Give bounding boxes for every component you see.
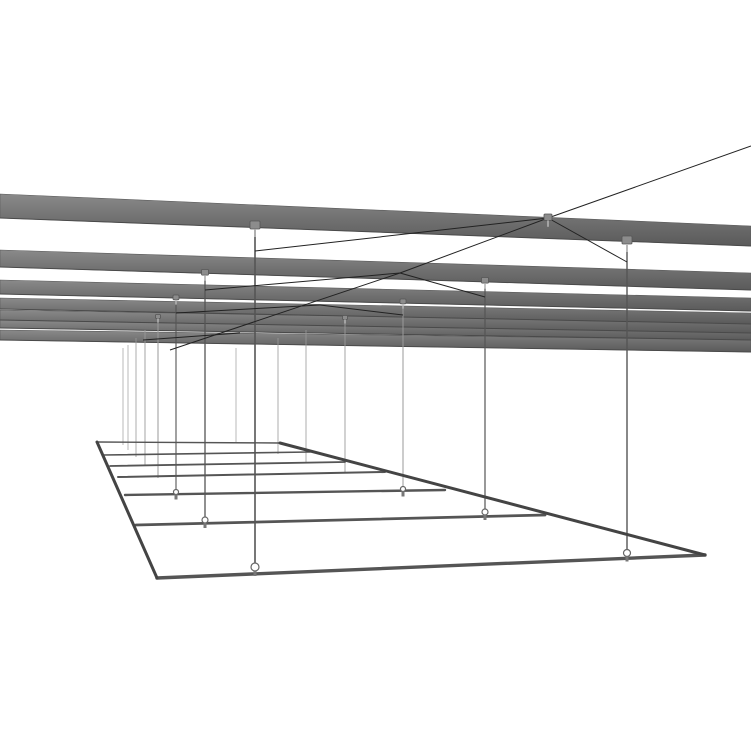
pipe-grid-frame: [95, 440, 707, 580]
beam-clamp: [342, 315, 348, 320]
ceiling-beam: [0, 249, 751, 291]
grid-crossbar: [96, 441, 281, 444]
diagonal-cable: [142, 332, 241, 341]
beam-clamp: [543, 213, 553, 221]
beam-clamp: [155, 314, 161, 319]
pipe-coupler: [203, 523, 207, 528]
beam-bottom-edge: [0, 327, 751, 341]
beam-clamp: [172, 294, 180, 301]
rod-eye-ring: [172, 488, 180, 496]
diagonal-cable: [399, 272, 486, 298]
rod-eye-ring: [250, 562, 260, 572]
rod-eye-ring: [201, 516, 209, 524]
diagonal-cable: [254, 217, 549, 252]
pipe-coupler: [483, 515, 487, 520]
ceiling-beams: [0, 193, 751, 353]
beam-bottom-edge: [0, 266, 751, 291]
beam-clamp: [249, 220, 261, 230]
grid-side-left: [95, 440, 159, 580]
grid-side-right: [278, 441, 707, 557]
rod-eye-ring: [622, 548, 632, 558]
beam-clamp: [481, 277, 489, 284]
diagonal-cable: [547, 217, 628, 263]
grid-crossbar: [117, 471, 386, 478]
grid-crossbar: [155, 553, 707, 580]
diagonal-cables: [142, 145, 751, 351]
diagonal-cable: [204, 272, 401, 291]
beam-clamp: [399, 298, 407, 305]
diagonal-cable: [319, 304, 404, 316]
grid-crossbar: [109, 461, 346, 467]
beam-bottom-edge: [0, 308, 751, 325]
beam-bottom-edge: [0, 339, 751, 353]
ceiling-beam: [0, 279, 751, 312]
pipe-coupler: [253, 571, 257, 576]
ceiling-beam: [0, 193, 751, 247]
hanger-rods: [122, 225, 628, 572]
beam-bottom-edge: [0, 293, 751, 312]
beam-bottom-edge: [0, 319, 751, 334]
beam-clamp: [201, 269, 209, 276]
beam-clamps: [155, 213, 633, 324]
pipe-coupler: [174, 494, 178, 500]
grid-crossbar: [102, 451, 311, 456]
diagonal-cable: [175, 304, 321, 314]
diagonal-cable: [169, 145, 751, 351]
rod-eye-ring: [399, 485, 407, 493]
pipe-coupler: [401, 491, 405, 497]
grid-crossbar: [123, 488, 447, 497]
ceiling-beam: [0, 297, 751, 325]
beam-clamp: [621, 235, 633, 245]
rod-eye-ring: [481, 508, 489, 516]
ceiling-beam: [0, 329, 751, 353]
pipe-coupler: [625, 556, 629, 562]
